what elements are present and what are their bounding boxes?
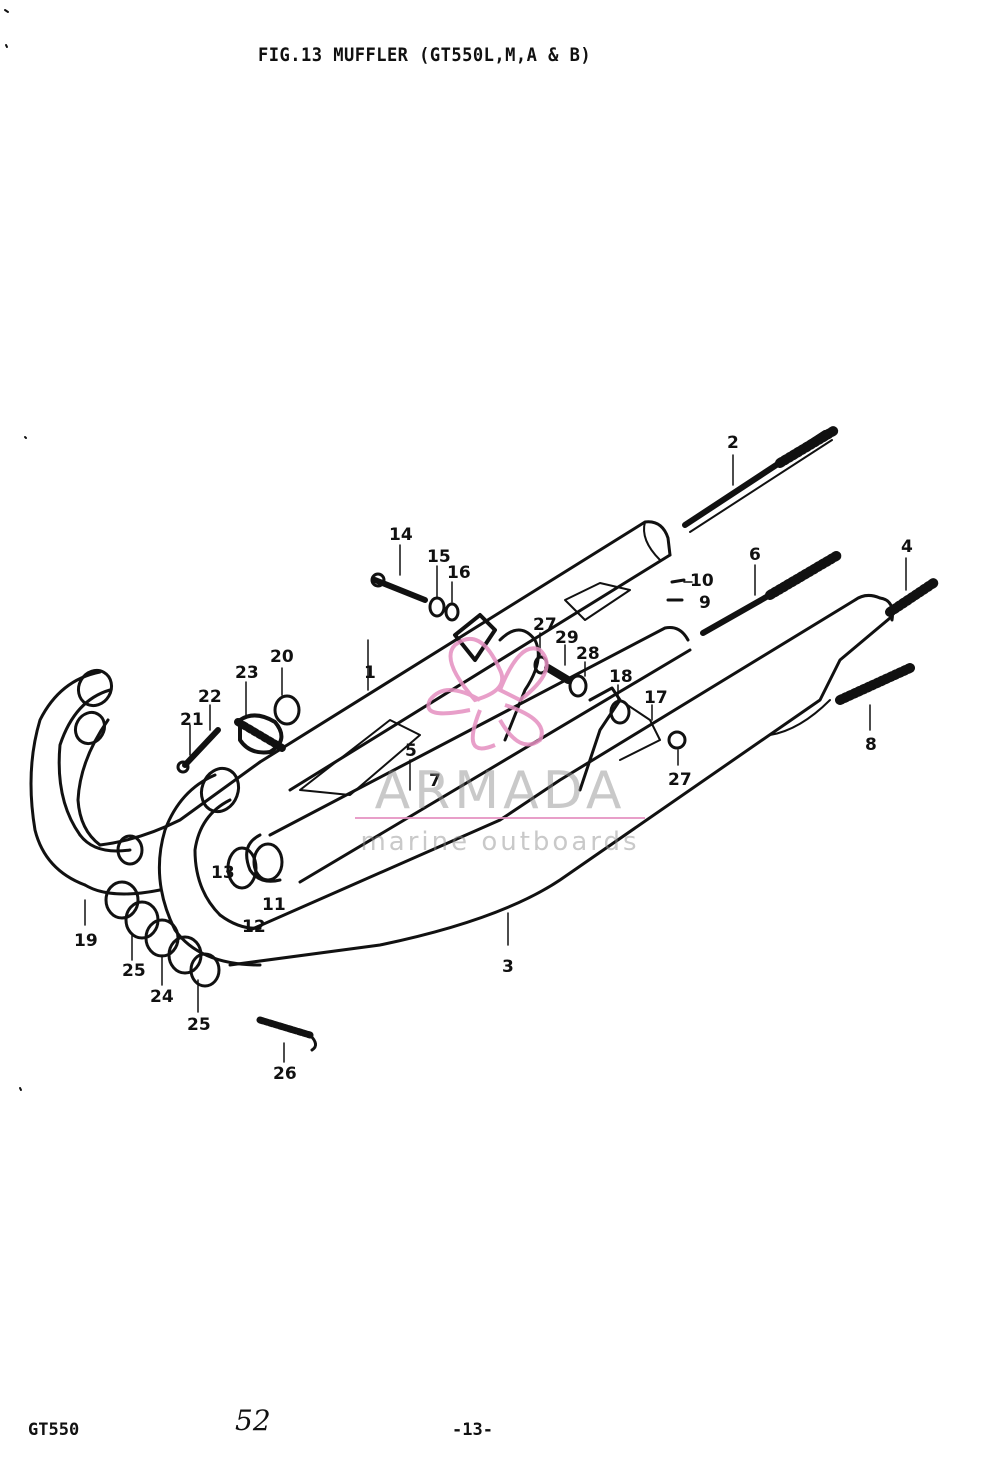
bolt-21 — [176, 727, 221, 774]
bolt-2 — [682, 425, 840, 533]
callout-20: 20 — [270, 647, 294, 667]
callout-labels: 1 2 3 4 5 6 7 8 9 10 11 12 13 14 15 16 1… — [74, 433, 913, 1084]
callout-28: 28 — [576, 644, 600, 664]
rubber-28 — [568, 674, 588, 698]
upper-exhaust-pipe-19 — [29, 668, 262, 896]
callout-19: 19 — [74, 931, 98, 951]
callout-17: 17 — [644, 688, 668, 708]
callout-21: 21 — [180, 710, 204, 730]
callout-10: 10 — [690, 571, 714, 591]
watermark-brand: ARMADA — [375, 761, 626, 821]
callout-5: 5 — [405, 741, 417, 761]
callout-9: 9 — [699, 593, 711, 613]
spacer-18 — [609, 699, 631, 725]
callout-11: 11 — [262, 895, 286, 915]
bolt-4 — [885, 577, 940, 617]
watermark-logo-icon — [426, 636, 549, 751]
callout-12: 12 — [242, 917, 266, 937]
callout-26: 26 — [273, 1064, 297, 1084]
spring-26 — [256, 1016, 317, 1052]
callout-27-lower: 27 — [668, 770, 692, 790]
lower-muffler-3 — [228, 593, 894, 967]
bolt-14 — [370, 572, 428, 603]
callout-25-lower: 25 — [187, 1015, 211, 1035]
screws-9-10 — [666, 578, 686, 602]
callout-29: 29 — [555, 628, 579, 648]
bolt-6 — [700, 550, 843, 636]
leader-lines — [84, 454, 907, 1063]
callout-6: 6 — [749, 545, 761, 565]
callout-25-upper: 25 — [122, 961, 146, 981]
footer-handwritten-number: 52 — [235, 1404, 271, 1437]
callout-8: 8 — [865, 735, 877, 755]
collar-29 — [544, 664, 572, 684]
callout-3: 3 — [502, 957, 514, 977]
callout-18: 18 — [609, 667, 633, 687]
callout-22: 22 — [198, 687, 222, 707]
callout-27-upper: 27 — [533, 615, 557, 635]
callout-14: 14 — [389, 525, 413, 545]
callout-16: 16 — [447, 563, 471, 583]
bolt-8 — [835, 663, 915, 705]
washer-16 — [444, 602, 460, 622]
callout-23: 23 — [235, 663, 259, 683]
figure-title: FIG.13 MUFFLER (GT550L,M,A & B) — [258, 44, 592, 66]
callout-4: 4 — [901, 537, 913, 557]
callout-2: 2 — [727, 433, 739, 453]
callout-7: 7 — [429, 771, 441, 791]
washer-15 — [428, 596, 446, 618]
scan-specks — [4, 9, 27, 1091]
callout-13: 13 — [211, 863, 235, 883]
watermark: ARMADA marine outboards — [355, 636, 645, 857]
footer-model: GT550 — [28, 1420, 80, 1440]
clamp-22-23 — [234, 713, 286, 755]
callout-24: 24 — [150, 987, 174, 1007]
callout-15: 15 — [427, 547, 451, 567]
footer-page-number: -13- — [452, 1420, 493, 1440]
gaskets-24-25 — [104, 880, 221, 988]
watermark-tagline: marine outboards — [360, 827, 639, 857]
ring-20 — [273, 694, 301, 726]
lower-exhaust-pipe — [157, 766, 262, 967]
upper-muffler-1 — [258, 520, 672, 796]
callout-1: 1 — [364, 663, 376, 683]
